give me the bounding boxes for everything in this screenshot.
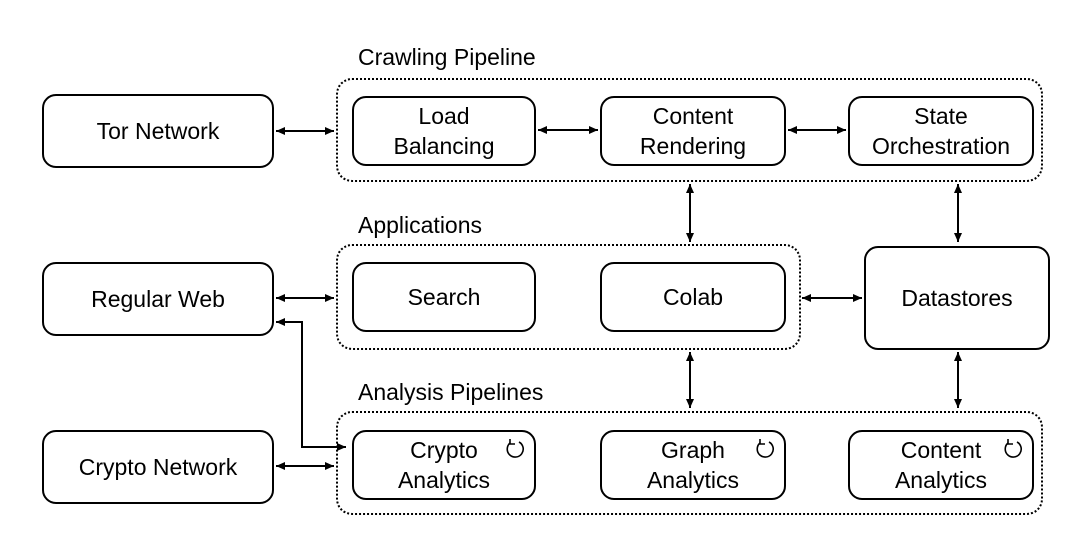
state-orchestration-label: State Orchestration bbox=[871, 103, 1011, 159]
refresh-cycle-icon bbox=[506, 439, 525, 458]
search-node: Search bbox=[352, 262, 536, 332]
arrow-web-crypto-analytics bbox=[276, 318, 346, 451]
regular-web-label: Regular Web bbox=[91, 286, 225, 312]
colab-node: Colab bbox=[600, 262, 786, 332]
crypto-analytics-node: Crypto Analytics bbox=[352, 430, 536, 500]
content-analytics-node: Content Analytics bbox=[848, 430, 1034, 500]
regular-web-node: Regular Web bbox=[42, 262, 274, 336]
datastores-label: Datastores bbox=[901, 285, 1013, 311]
tor-network-label: Tor Network bbox=[96, 118, 220, 144]
datastores-node: Datastores bbox=[864, 246, 1050, 350]
crawling-pipeline-label: Crawling Pipeline bbox=[358, 44, 536, 70]
colab-label: Colab bbox=[662, 284, 724, 310]
search-label: Search bbox=[407, 284, 481, 310]
load-balancing-label: Load Balancing bbox=[393, 103, 495, 159]
content-analytics-label: Content Analytics bbox=[894, 437, 988, 493]
tor-network-node: Tor Network bbox=[42, 94, 274, 168]
applications-label: Applications bbox=[358, 212, 483, 238]
applications-group bbox=[336, 244, 801, 350]
state-orchestration-node: State Orchestration bbox=[848, 96, 1034, 166]
crypto-analytics-label: Crypto Analytics bbox=[397, 437, 491, 493]
refresh-cycle-icon bbox=[756, 439, 775, 458]
content-rendering-node: Content Rendering bbox=[600, 96, 786, 166]
content-rendering-label: Content Rendering bbox=[639, 103, 747, 159]
analysis-pipelines-group bbox=[336, 411, 1043, 515]
crypto-network-label: Crypto Network bbox=[78, 454, 238, 480]
refresh-cycle-icon bbox=[1004, 439, 1023, 458]
graph-analytics-label: Graph Analytics bbox=[646, 437, 740, 493]
analysis-pipelines-label: Analysis Pipelines bbox=[358, 379, 544, 405]
crawling-pipeline-group bbox=[336, 78, 1043, 182]
crypto-network-node: Crypto Network bbox=[42, 430, 274, 504]
load-balancing-node: Load Balancing bbox=[352, 96, 536, 166]
graph-analytics-node: Graph Analytics bbox=[600, 430, 786, 500]
